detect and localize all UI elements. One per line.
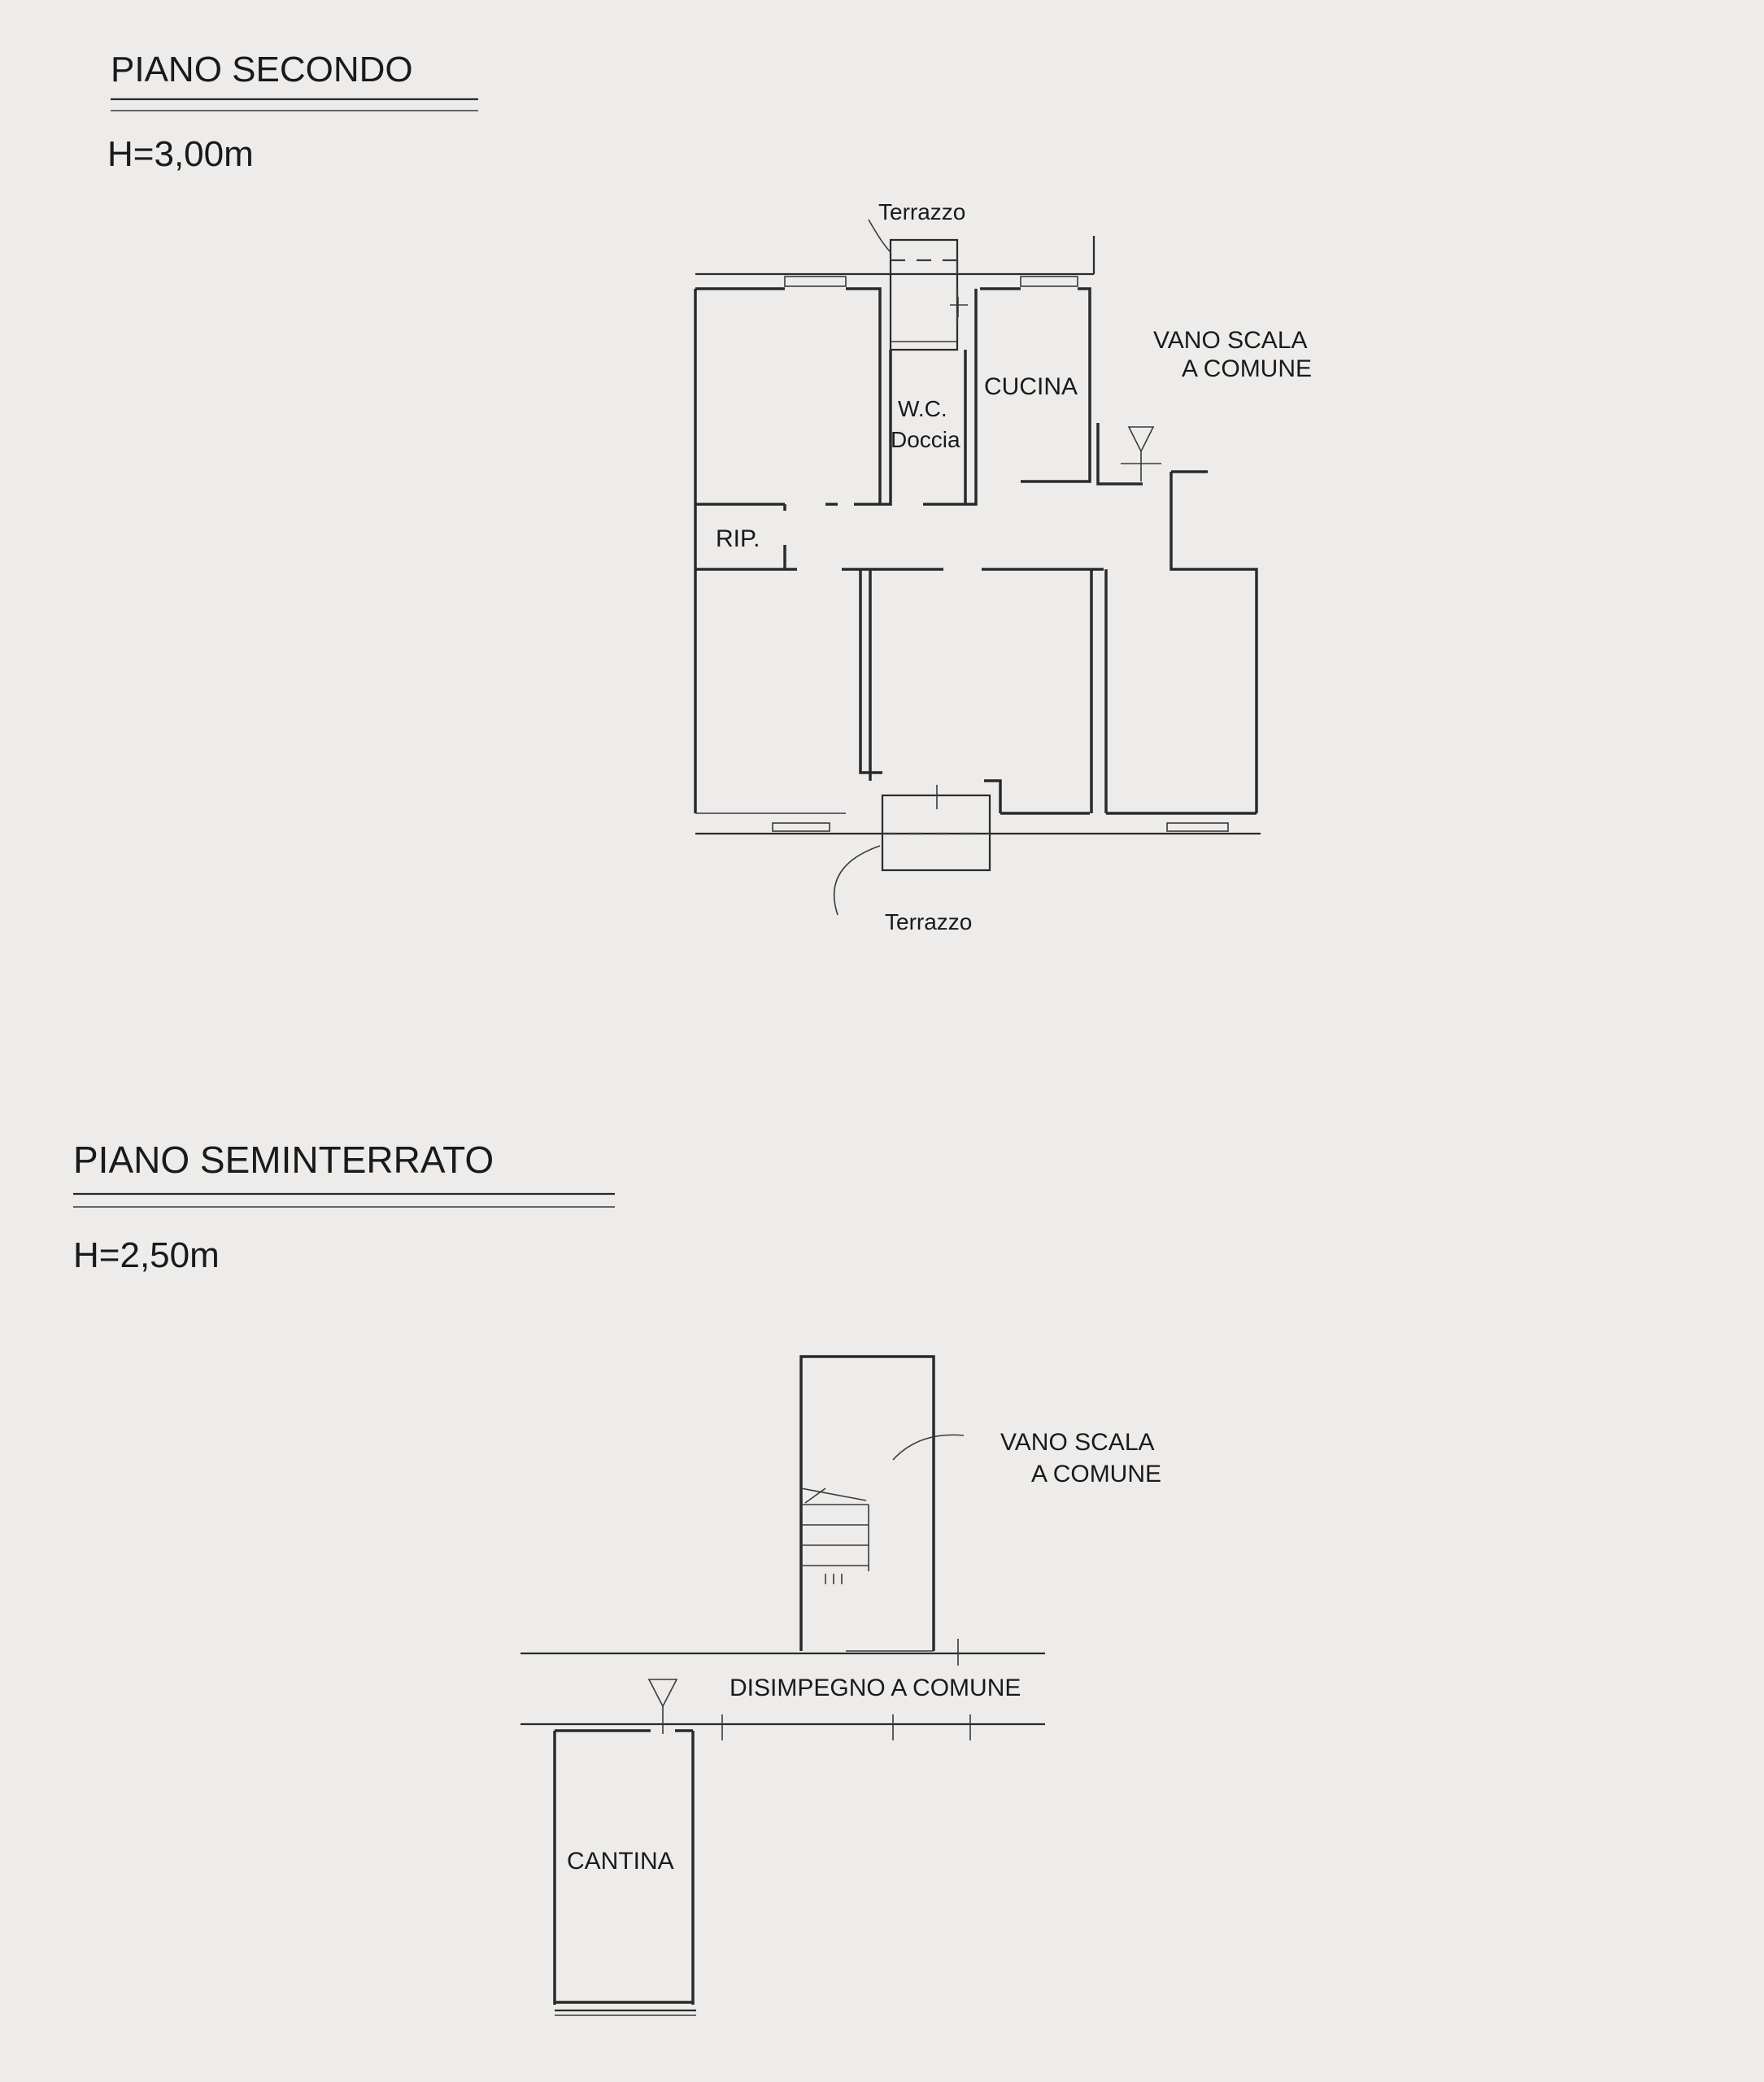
cellar-label: CANTINA xyxy=(567,1848,674,1875)
basement-corridor xyxy=(520,1639,1045,1740)
kitchen-label: CUCINA xyxy=(984,373,1078,400)
second-floor-walls xyxy=(694,236,1261,835)
second-floor-title: PIANO SECONDO xyxy=(111,50,413,89)
basement-floor-title: PIANO SEMINTERRATO xyxy=(73,1139,494,1181)
terrace-top-label: Terrazzo xyxy=(878,199,965,224)
stair-label-line2: A COMUNE xyxy=(1182,355,1312,382)
basement-stair-label-line1: VANO SCALA xyxy=(1000,1429,1155,1456)
cellar-room xyxy=(553,1729,696,2016)
second-floor-bottom-terrace xyxy=(833,785,991,916)
corridor-label: DISIMPEGNO A COMUNE xyxy=(730,1675,1021,1701)
stair-label-line1: VANO SCALA xyxy=(1153,327,1308,354)
basement-floor-plan: PIANO SEMINTERRATO H=2,50m xyxy=(73,1139,1161,2016)
second-floor-plan: PIANO SECONDO H=3,00m xyxy=(107,50,1312,934)
terrace-bottom-label: Terrazzo xyxy=(885,909,972,934)
second-floor-entrance-marker xyxy=(1121,426,1161,481)
second-floor-windows xyxy=(772,276,1229,832)
basement-stair-label-line2: A COMUNE xyxy=(1031,1461,1161,1487)
second-floor-top-terrace xyxy=(868,219,968,351)
basement-stair-shaft xyxy=(799,1355,965,1652)
storage-label: RIP. xyxy=(716,525,760,552)
basement-floor-height: H=2,50m xyxy=(73,1235,220,1275)
wc-label: W.C. xyxy=(898,396,947,421)
second-floor-height: H=3,00m xyxy=(107,134,254,174)
basement-entrance-marker xyxy=(647,1679,678,1734)
shower-label: Doccia xyxy=(891,427,960,452)
